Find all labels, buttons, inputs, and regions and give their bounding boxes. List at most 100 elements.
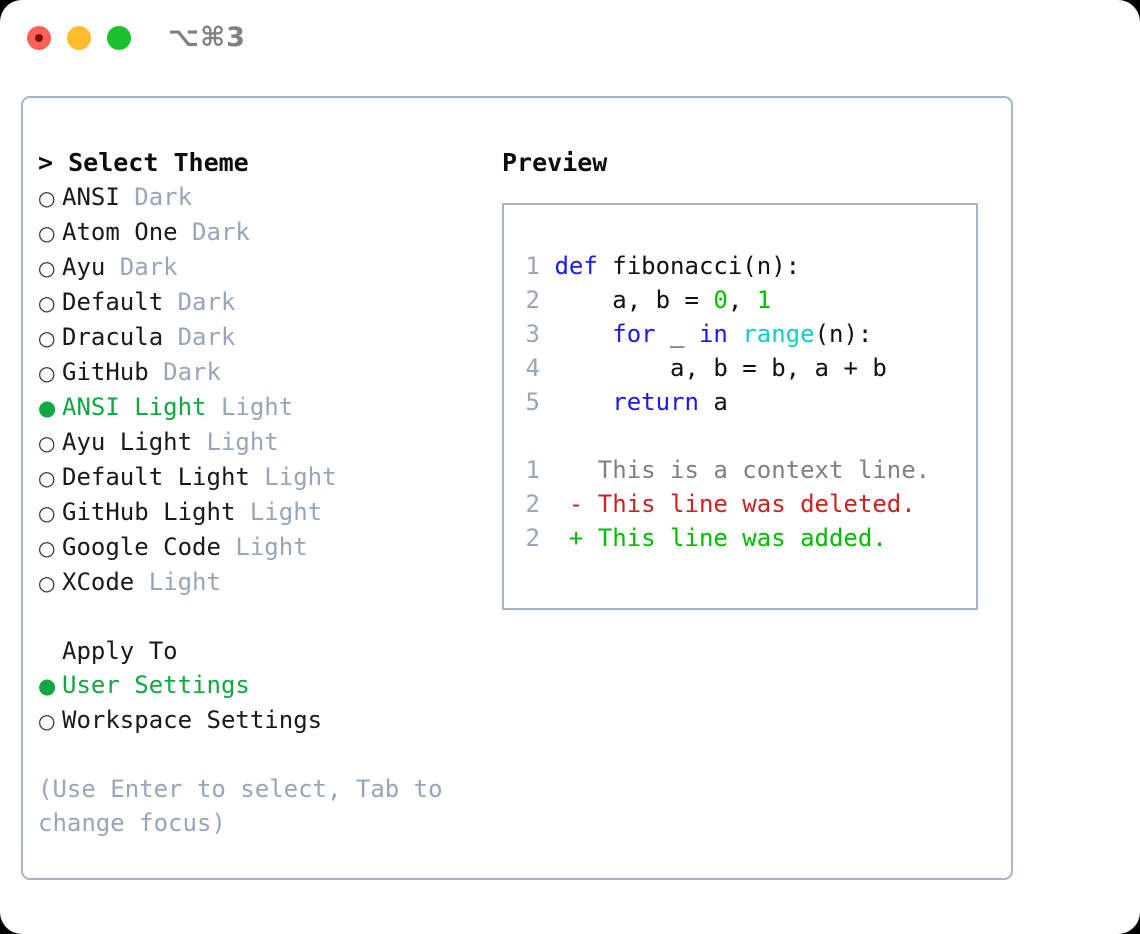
maximize-button[interactable] [107, 26, 131, 50]
theme-option-ansi-light[interactable]: ●ANSI Light Light [38, 390, 498, 425]
theme-name-label: Google Code [62, 533, 236, 561]
traffic-light-buttons [27, 26, 131, 50]
preview-column: Preview 1 def fibonacci(n):2 a, b = 0, 1… [502, 146, 1002, 610]
theme-option-google-code[interactable]: ○Google Code Light [38, 530, 498, 565]
radio-unselected-icon: ○ [38, 221, 56, 245]
diff-line: 2 - This line was deleted. [516, 487, 930, 521]
radio-selected-icon: ● [38, 674, 57, 698]
code-line: 3 for _ in range(n): [516, 317, 930, 351]
theme-option-dracula[interactable]: ○Dracula Dark [38, 320, 498, 355]
line-number: 2 [525, 524, 540, 552]
code-line: 2 a, b = 0, 1 [516, 283, 930, 317]
code-token: fibonacci(n): [597, 252, 801, 280]
theme-name-label: Ayu Light [62, 428, 207, 456]
apply-to-label: User Settings [62, 671, 250, 699]
theme-name-label: Default Light [62, 463, 265, 491]
radio-unselected-icon: ○ [38, 571, 56, 595]
theme-option-github-light[interactable]: ○GitHub Light Light [38, 495, 498, 530]
radio-unselected-icon: ○ [38, 536, 56, 560]
code-token: 0 [713, 286, 728, 314]
theme-variant-tag: Dark [163, 358, 221, 386]
radio-unselected-icon: ○ [38, 709, 56, 733]
theme-option-default-light[interactable]: ○Default Light Light [38, 460, 498, 495]
apply-to-label: Workspace Settings [62, 706, 323, 734]
theme-variant-tag: Dark [134, 183, 193, 211]
theme-selector-column: > Select Theme ○ANSI Dark○Atom One Dark○… [38, 146, 498, 840]
theme-name-label: GitHub Light [62, 498, 250, 526]
close-button[interactable] [27, 26, 51, 50]
theme-name-label: XCode [62, 568, 149, 596]
code-token [728, 320, 742, 348]
apply-to-option-user-settings[interactable]: ●User Settings [38, 668, 498, 703]
theme-option-xcode[interactable]: ○XCode Light [38, 565, 498, 600]
minimize-button[interactable] [67, 26, 91, 50]
theme-name-label: ANSI Light [62, 393, 221, 421]
radio-unselected-icon: ○ [38, 256, 56, 280]
code-token: (n): [814, 320, 873, 348]
line-number: 1 [525, 456, 540, 484]
radio-unselected-icon: ○ [38, 186, 56, 210]
line-number: 5 [525, 388, 540, 416]
code-token: in [698, 320, 728, 348]
diff-text: This is a context line. [540, 456, 931, 484]
theme-variant-tag: Light [235, 533, 308, 561]
code-spacer [516, 419, 930, 453]
diff-text: - This line was deleted. [540, 490, 916, 518]
theme-variant-tag: Light [148, 568, 221, 596]
line-number: 2 [525, 490, 540, 518]
theme-name-label: Default [62, 288, 178, 316]
radio-unselected-icon: ○ [38, 501, 56, 525]
radio-unselected-icon: ○ [38, 466, 56, 490]
apply-to-option-workspace-settings[interactable]: ○Workspace Settings [38, 703, 498, 738]
apply-to-heading: Apply To [62, 637, 178, 665]
code-token: , [727, 286, 757, 314]
code-line: 5 return a [516, 385, 930, 419]
theme-option-github[interactable]: ○GitHub Dark [38, 355, 498, 390]
code-line: 1 def fibonacci(n): [516, 249, 930, 283]
diff-line: 1 This is a context line. [516, 453, 931, 487]
code-token: _ [655, 320, 699, 348]
theme-name-label: GitHub [62, 358, 164, 386]
theme-option-atom-one[interactable]: ○Atom One Dark [38, 215, 498, 250]
theme-option-default[interactable]: ○Default Dark [38, 285, 498, 320]
apply-to-options[interactable]: ●User Settings○Workspace Settings [38, 668, 498, 738]
code-token: a, b = b, a + b [554, 354, 887, 382]
code-token: range [742, 320, 815, 348]
radio-unselected-icon: ○ [38, 361, 56, 385]
main-panel: > Select Theme ○ANSI Dark○Atom One Dark○… [21, 96, 1013, 880]
code-token: def [554, 252, 598, 280]
radio-unselected-icon: ○ [38, 291, 56, 315]
line-number: 2 [525, 286, 540, 314]
theme-variant-tag: Light [220, 393, 294, 421]
code-token: return [612, 388, 699, 416]
preview-heading: Preview [502, 148, 608, 177]
window-titlebar: ⌥⌘3 [0, 0, 1140, 78]
theme-name-label: ANSI [62, 183, 135, 211]
code-token: for [612, 320, 656, 348]
code-token: 1 [756, 286, 772, 314]
code-token [554, 320, 612, 348]
apply-to-section: Apply To ●User Settings○Workspace Settin… [38, 634, 498, 738]
theme-option-ayu[interactable]: ○Ayu Dark [38, 250, 498, 285]
radio-unselected-icon: ○ [38, 431, 56, 455]
code-token: a, b = [554, 286, 714, 314]
code-line: 4 a, b = b, a + b [516, 351, 930, 385]
line-number: 1 [525, 252, 540, 280]
theme-list[interactable]: ○ANSI Dark○Atom One Dark○Ayu Dark○Defaul… [38, 180, 498, 600]
theme-option-ansi[interactable]: ○ANSI Dark [38, 180, 498, 215]
code-token: a [698, 388, 728, 416]
diff-line: 2 + This line was added. [516, 521, 930, 555]
line-number: 4 [525, 354, 540, 382]
line-number: 3 [525, 320, 540, 348]
theme-option-ayu-light[interactable]: ○Ayu Light Light [38, 425, 498, 460]
theme-variant-tag: Dark [119, 253, 178, 281]
theme-variant-tag: Light [264, 463, 337, 491]
theme-name-label: Dracula [62, 323, 178, 351]
theme-variant-tag: Dark [177, 323, 236, 351]
theme-variant-tag: Light [249, 498, 323, 526]
radio-unselected-icon: ○ [38, 326, 56, 350]
theme-variant-tag: Dark [192, 218, 250, 246]
